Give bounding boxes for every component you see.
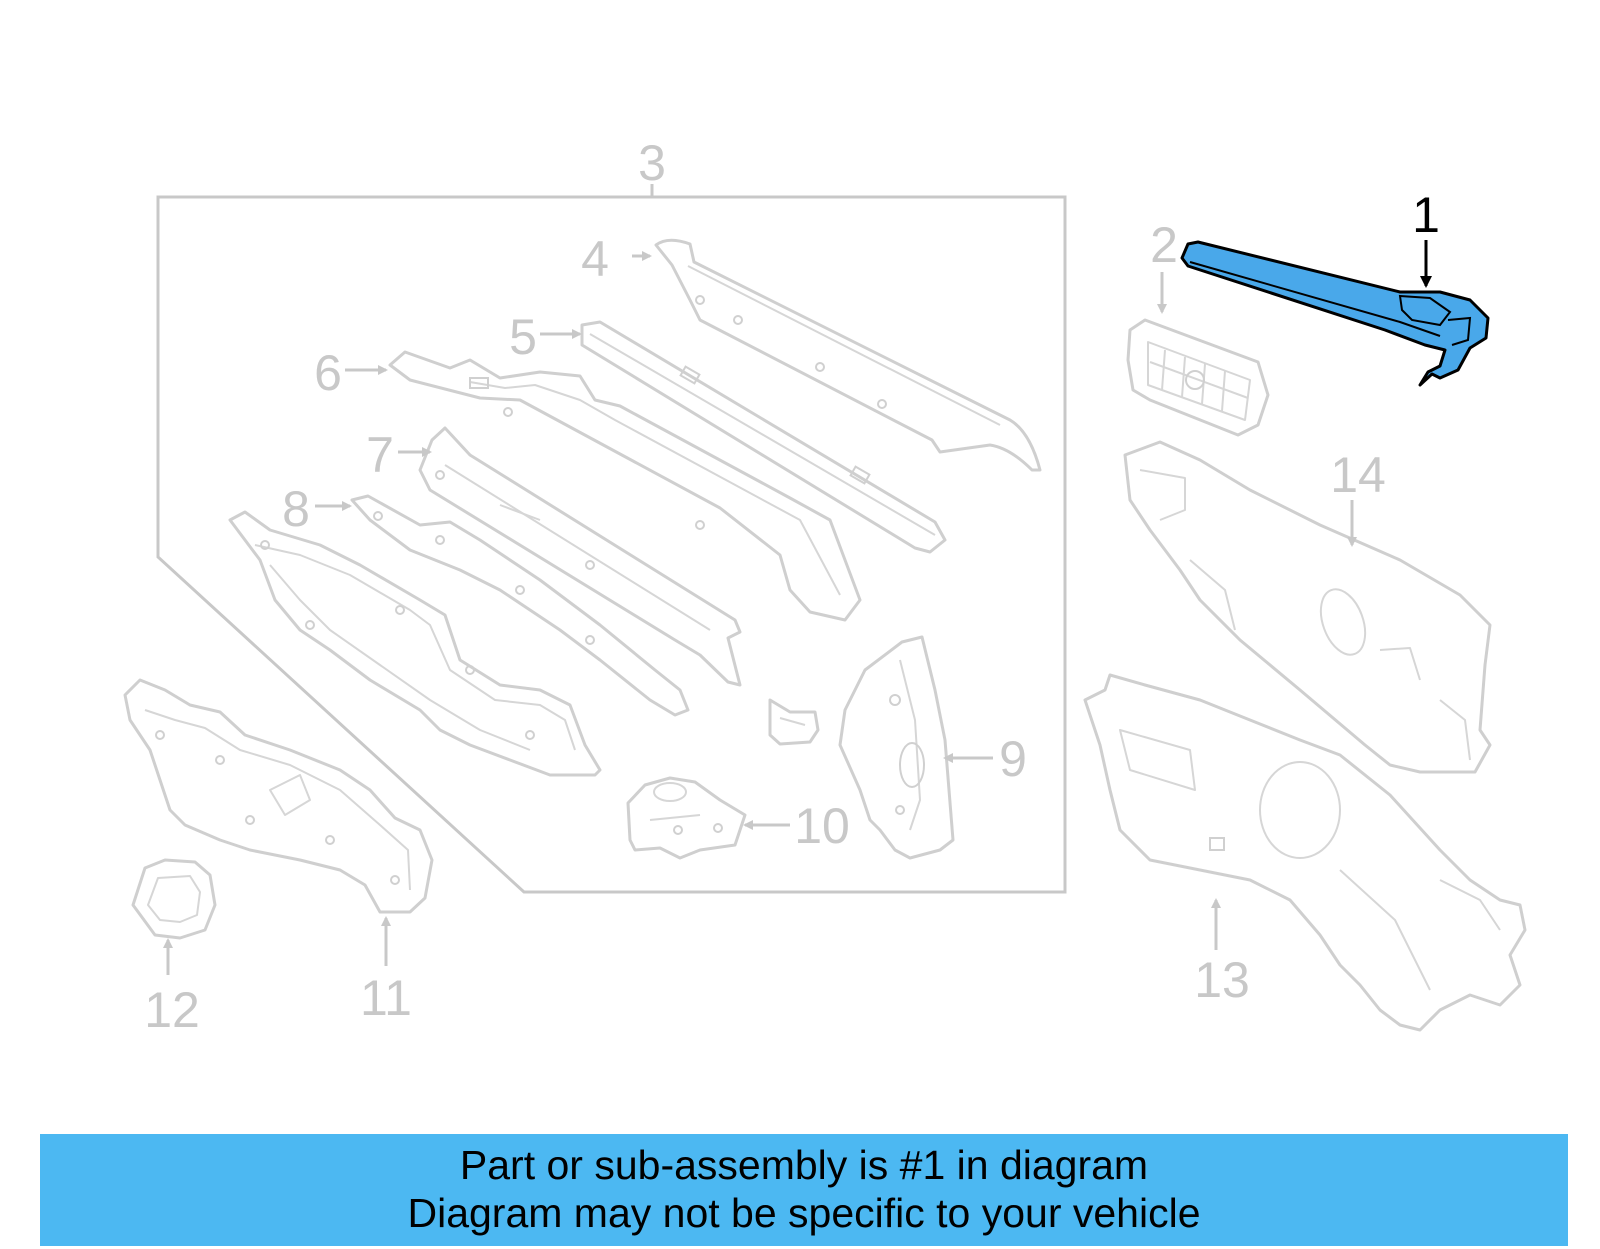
- part-5-cowl-panel: [580, 320, 947, 554]
- part-2-vent-cover: [1126, 318, 1270, 437]
- part-14-insulator: [1123, 440, 1492, 774]
- part-6-cowl-top: [388, 350, 862, 622]
- part-10-strut-mount: [626, 776, 747, 860]
- callout-1: 1: [1412, 187, 1440, 243]
- banner-line-1: Part or sub-assembly is #1 in diagram: [459, 1142, 1149, 1188]
- callout-5: 5: [509, 309, 537, 365]
- callout-7: 7: [366, 427, 394, 483]
- part-1-cowl-top-highlight: [1180, 240, 1490, 387]
- part-12-grommet: [131, 858, 217, 940]
- callout-4: 4: [581, 231, 609, 287]
- callout-10: 10: [794, 798, 850, 854]
- callout-8: 8: [282, 481, 310, 537]
- callout-2: 2: [1150, 217, 1178, 273]
- callout-3: 3: [638, 135, 666, 191]
- part-8-cowl-reinforcement: [350, 494, 690, 717]
- banner-line-2: Diagram may not be specific to your vehi…: [407, 1190, 1201, 1236]
- callout-9: 9: [999, 731, 1027, 787]
- callout-11: 11: [360, 970, 412, 1026]
- part-4-cowl-upper-rail: [654, 238, 1042, 472]
- part-dash-lower-panel: [228, 510, 602, 777]
- part-7-cowl-inner: [418, 426, 742, 687]
- part-9-side-panel: [838, 635, 955, 860]
- callout-6: 6: [314, 345, 342, 401]
- callout-14: 14: [1330, 447, 1386, 503]
- assembly-3-frame: [156, 195, 1067, 894]
- part-13-insulator-lower: [1083, 673, 1527, 1032]
- part-11-dash-panel: [123, 678, 434, 914]
- part-small-bracket: [768, 698, 820, 746]
- callout-12: 12: [144, 982, 200, 1038]
- callout-13: 13: [1194, 952, 1250, 1008]
- info-banner: Part or sub-assembly is #1 in diagram Di…: [40, 1134, 1568, 1246]
